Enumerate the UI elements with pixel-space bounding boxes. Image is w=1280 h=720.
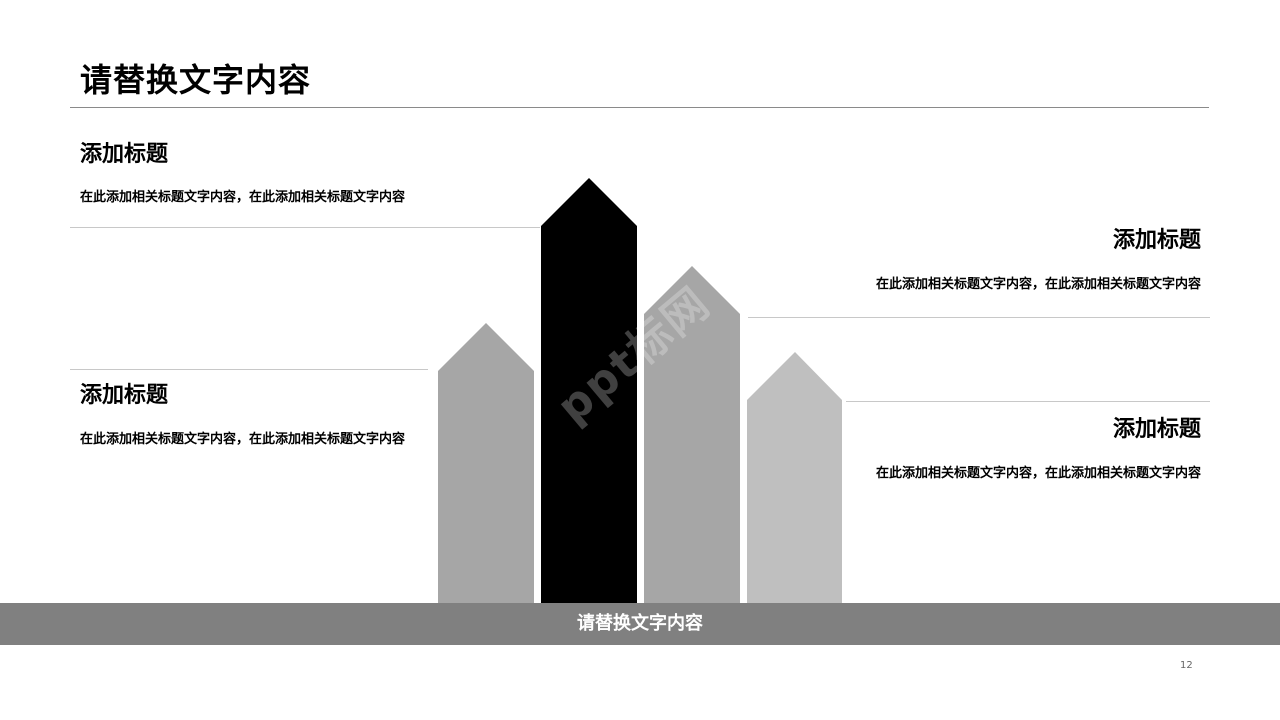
block-3-heading: 添加标题	[1112, 228, 1201, 253]
arrow-1	[438, 323, 534, 603]
block-2-heading: 添加标题	[80, 383, 169, 408]
block-1-divider	[70, 227, 540, 228]
arrow-3	[644, 266, 740, 603]
block-2-divider	[70, 369, 428, 370]
block-4-text: 在此添加相关标题文字内容，在此添加相关标题文字内容	[875, 466, 1201, 481]
arrow-2	[541, 178, 637, 603]
block-2-text: 在此添加相关标题文字内容，在此添加相关标题文字内容	[80, 432, 406, 447]
block-3-divider	[748, 317, 1210, 318]
block-4-divider	[846, 401, 1210, 402]
arrow-4	[747, 352, 842, 603]
page-number: 12	[1180, 660, 1193, 671]
block-3-text: 在此添加相关标题文字内容，在此添加相关标题文字内容	[875, 277, 1201, 292]
block-1-heading: 添加标题	[80, 142, 169, 167]
block-1-text: 在此添加相关标题文字内容，在此添加相关标题文字内容	[80, 190, 406, 205]
block-4-heading: 添加标题	[1112, 417, 1201, 442]
title-divider	[70, 107, 1209, 108]
page-title: 请替换文字内容	[80, 61, 312, 99]
footer-band: 请替换文字内容	[0, 603, 1280, 645]
